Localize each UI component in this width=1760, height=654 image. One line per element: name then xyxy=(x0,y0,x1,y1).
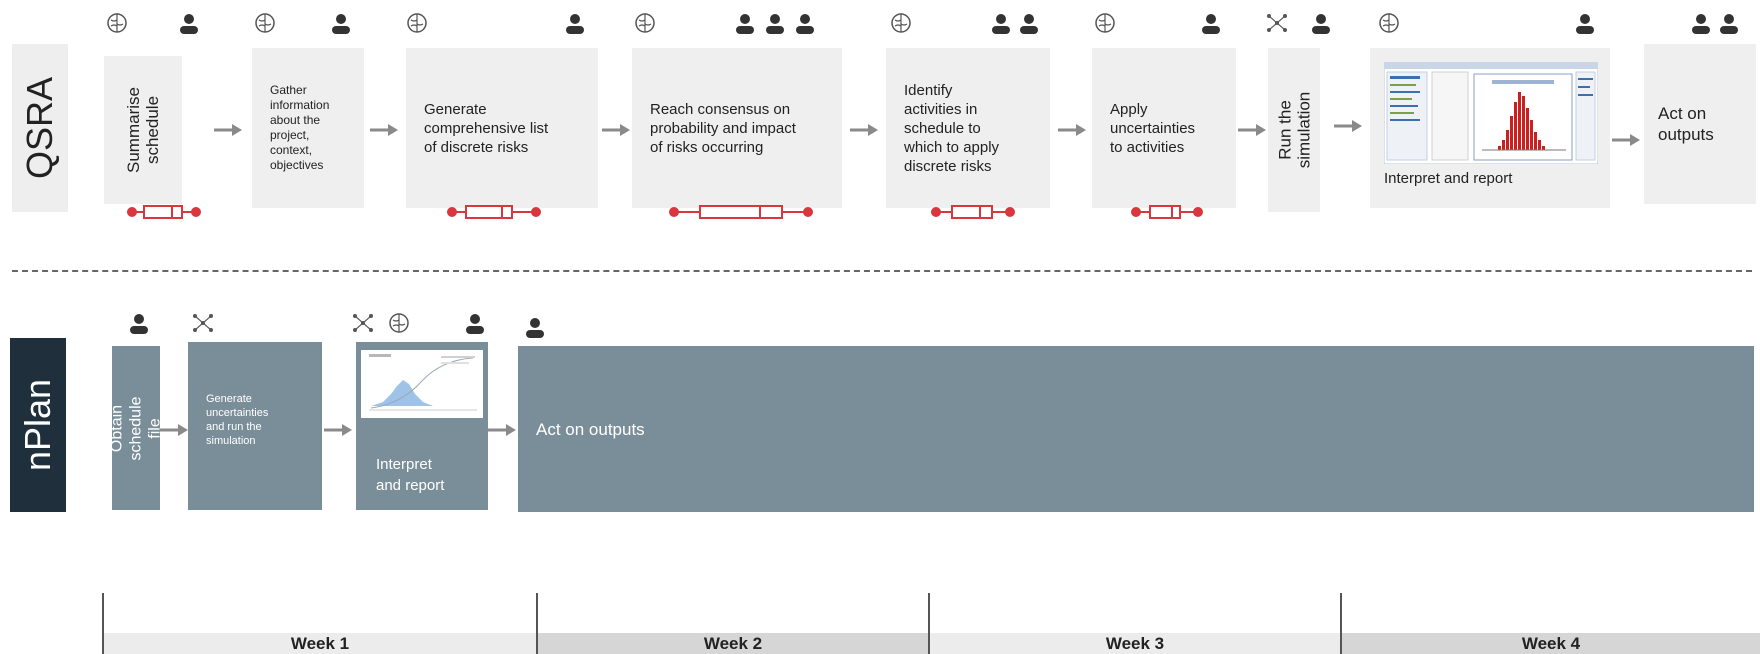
nplan-step-obtain: Obtain schedule file xyxy=(109,346,164,510)
qsra-step-summarise-label: Summarise schedule xyxy=(124,87,162,173)
qsra-step-act: Act on outputs xyxy=(1644,44,1756,204)
qsra-step-consensus-label: Reach consensus on probability and impac… xyxy=(650,100,796,156)
neural-network-icon xyxy=(193,314,213,332)
qsra-step-apply-label: Apply uncertainties to activities xyxy=(1110,100,1196,156)
week-3-label: Week 3 xyxy=(930,633,1340,654)
simulation-screenshot-thumbnail xyxy=(1384,62,1598,164)
brain-icon xyxy=(107,13,127,33)
qsra-step-apply: Apply uncertainties to activities xyxy=(1092,48,1236,208)
qsra-step-act-label: Act on outputs xyxy=(1658,104,1714,144)
arrow-right-icon xyxy=(370,124,398,136)
timeline-tick xyxy=(1340,593,1342,654)
nplan-step-act: Act on outputs xyxy=(518,346,1754,512)
nplan-step-obtain-label: Obtain schedule file xyxy=(108,395,164,461)
duration-whisker-icon xyxy=(447,205,541,219)
person-icon xyxy=(1720,14,1738,34)
person-icon xyxy=(130,314,148,334)
person-icon xyxy=(180,14,198,34)
person-icon xyxy=(526,318,544,338)
qsra-step-summarise: Summarise schedule xyxy=(104,56,182,204)
qsra-step-gather: Gather information about the project, co… xyxy=(252,48,364,208)
qsra-step-identify-label: Identify activities in schedule to which… xyxy=(904,81,1000,175)
qsra-step-gather-label: Gather information about the project, co… xyxy=(270,83,330,172)
duration-whisker-icon xyxy=(127,205,201,219)
brain-icon xyxy=(389,313,409,333)
qsra-row-label: QSRA xyxy=(12,44,68,212)
brain-icon xyxy=(891,13,911,33)
timeline-tick xyxy=(928,593,930,654)
duration-whisker-icon xyxy=(1131,205,1203,219)
person-icon xyxy=(1202,14,1220,34)
arrow-right-icon xyxy=(850,124,878,136)
qsra-step-generate-label: Generate comprehensive list of discrete … xyxy=(424,100,549,156)
person-icon xyxy=(1312,14,1330,34)
arrow-right-icon xyxy=(1058,124,1086,136)
neural-network-icon xyxy=(1267,14,1287,32)
brain-icon xyxy=(635,13,655,33)
brain-icon xyxy=(255,13,275,33)
brain-icon xyxy=(1379,13,1399,33)
person-icon xyxy=(796,14,814,34)
nplan-step-act-label: Act on outputs xyxy=(536,420,645,439)
brain-icon xyxy=(407,13,427,33)
week-1-label: Week 1 xyxy=(104,633,536,654)
nplan-step-interpret: Interpret and report xyxy=(356,342,488,510)
person-icon xyxy=(736,14,754,34)
qsra-step-run: Run the simulation xyxy=(1268,48,1320,212)
person-icon xyxy=(766,14,784,34)
nplan-step-interpret-label: Interpret and report xyxy=(376,456,445,494)
arrow-right-icon xyxy=(488,424,516,436)
person-icon xyxy=(1692,14,1710,34)
brain-icon xyxy=(1095,13,1115,33)
arrow-right-icon xyxy=(160,424,188,436)
qsra-step-identify: Identify activities in schedule to which… xyxy=(886,48,1050,208)
section-divider xyxy=(12,270,1752,272)
qsra-step-generate: Generate comprehensive list of discrete … xyxy=(406,48,598,208)
person-icon xyxy=(992,14,1010,34)
arrow-right-icon xyxy=(324,424,352,436)
qsra-step-interpret: Interpret and report xyxy=(1370,48,1610,208)
nplan-row-label: nPlan xyxy=(10,338,66,512)
duration-whisker-icon xyxy=(669,205,813,219)
person-icon xyxy=(1576,14,1594,34)
neural-network-icon xyxy=(353,314,373,332)
arrow-right-icon xyxy=(1334,120,1362,132)
person-icon xyxy=(466,314,484,334)
person-icon xyxy=(566,14,584,34)
timeline-tick xyxy=(102,593,104,654)
arrow-right-icon xyxy=(214,124,242,136)
arrow-right-icon xyxy=(1612,134,1640,146)
qsra-label-text: QSRA xyxy=(19,76,60,180)
duration-whisker-icon xyxy=(931,205,1015,219)
arrow-right-icon xyxy=(1238,124,1266,136)
nplan-step-generate-label: Generate uncertainties and run the simul… xyxy=(206,393,269,447)
arrow-right-icon xyxy=(602,124,630,136)
week-2-label: Week 2 xyxy=(538,633,928,654)
nplan-step-generate: Generate uncertainties and run the simul… xyxy=(188,342,322,510)
qsra-step-consensus: Reach consensus on probability and impac… xyxy=(632,48,842,208)
timeline-tick xyxy=(536,593,538,654)
nplan-label-text: nPlan xyxy=(17,378,59,472)
person-icon xyxy=(332,14,350,34)
week-4-label: Week 4 xyxy=(1342,633,1760,654)
qsra-step-run-label: Run the simulation xyxy=(1275,91,1314,169)
forecast-chart-thumbnail xyxy=(361,350,483,418)
qsra-step-interpret-label: Interpret and report xyxy=(1384,170,1513,187)
person-icon xyxy=(1020,14,1038,34)
